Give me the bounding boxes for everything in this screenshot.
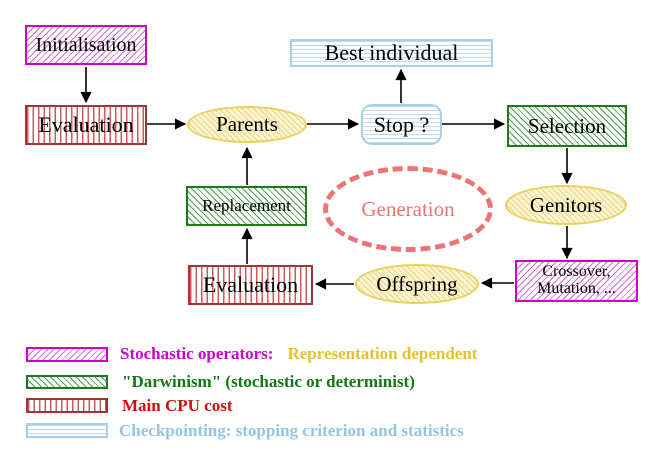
legend-swatch-darwinism (26, 375, 108, 389)
node-evaluation-top: Evaluation (25, 105, 147, 145)
crossover-line1: Crossover, (542, 263, 611, 281)
node-initialisation: Initialisation (25, 25, 147, 65)
legend-stochastic-text: Stochastic operators: (120, 344, 274, 363)
legend-label-stochastic: Stochastic operators: Representation depe… (120, 344, 477, 364)
legend-swatch-checkpointing (26, 423, 108, 438)
node-best-individual: Best individual (290, 39, 493, 67)
node-offspring: Offspring (355, 264, 479, 304)
node-selection: Selection (507, 105, 627, 147)
node-evaluation-bottom: Evaluation (188, 265, 313, 305)
legend-label-darwinism: "Darwinism" (stochastic or determinist) (122, 372, 415, 391)
generation-cycle-ellipse: Generation (323, 166, 493, 252)
generation-label: Generation (361, 196, 455, 221)
legend-representation-text: Representation dependent (287, 344, 478, 363)
legend-label-cpu: Main CPU cost (122, 396, 233, 415)
legend-label-checkpointing: Checkpointing: stopping criterion and st… (119, 421, 464, 440)
legend-swatch-cpu (26, 398, 108, 413)
node-parents: Parents (187, 106, 307, 143)
node-genitors: Genitors (505, 185, 627, 225)
legend-swatch-stochastic (26, 347, 108, 362)
crossover-line2: Mutation, ... (537, 280, 616, 297)
node-crossover-mutation: Crossover, Mutation, ... (515, 260, 638, 302)
node-stop: Stop ? (361, 104, 442, 145)
node-replacement: Replacement (186, 186, 307, 226)
